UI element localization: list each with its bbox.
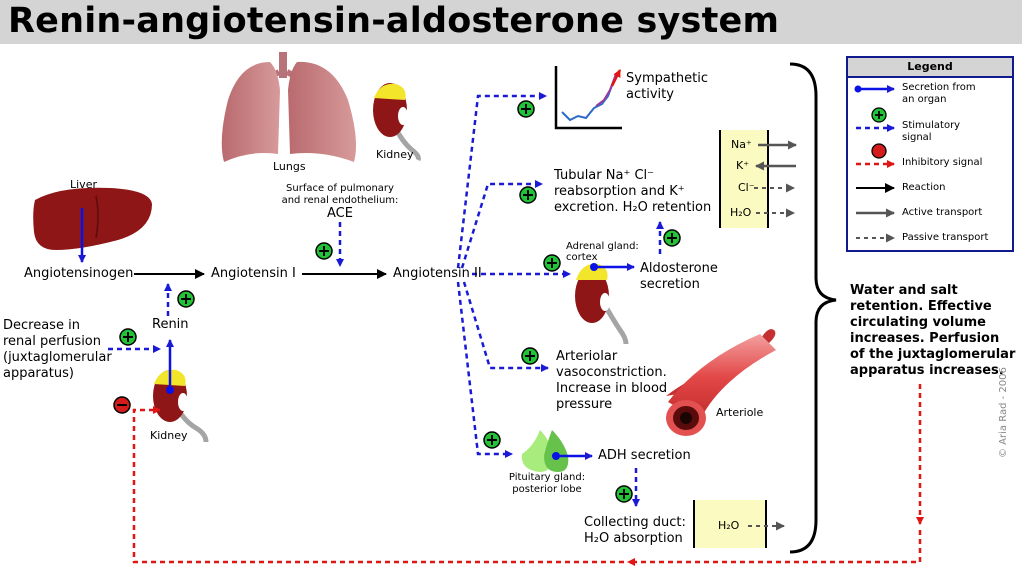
- angiotensin2-node: Angiotensin II: [393, 266, 482, 281]
- summary-brace: [789, 62, 837, 554]
- adrenal-kidney-icon: [575, 263, 629, 345]
- ion-cl: Cl⁻: [738, 181, 755, 194]
- copyright-text: © Aria Rad - 2006: [998, 367, 1009, 458]
- legend-active-transport: Active transport: [902, 207, 983, 218]
- angiotensin2-branches: [456, 92, 571, 458]
- ace-node: ACE: [327, 206, 353, 221]
- plus-icon: [615, 485, 633, 503]
- kidney-top-icon: [373, 83, 421, 162]
- stimulatory-markers: [119, 100, 681, 503]
- sympathetic-graph-icon: [554, 66, 622, 130]
- lungs-label: Lungs: [273, 160, 306, 173]
- kidney-left-label: Kidney: [150, 429, 188, 442]
- legend-passive-transport: Passive transport: [902, 232, 989, 243]
- angiotensin1-node: Angiotensin I: [211, 266, 296, 281]
- inhibitory-feedback-loop: [132, 384, 924, 566]
- legend-symbols: [854, 85, 895, 243]
- pituitary-icon: [521, 430, 569, 472]
- plus-icon: [177, 290, 195, 308]
- ion-h2o-duct: H₂O: [718, 519, 740, 532]
- legend-inhibitory: Inhibitory signal: [902, 157, 983, 168]
- ion-h2o: H₂O: [730, 206, 752, 219]
- page-title: Renin-angiotensin-aldosterone system: [8, 1, 780, 41]
- plus-icon: [483, 431, 501, 449]
- collecting-duct-membrane: [693, 500, 785, 548]
- plus-icon: [315, 242, 333, 260]
- tubular-membrane: [719, 130, 797, 228]
- minus-icon: [113, 396, 131, 414]
- ion-na: Na⁺: [731, 138, 752, 151]
- liver-icon: [33, 187, 153, 250]
- lungs-icon: [221, 52, 356, 162]
- title-bar: [0, 0, 1022, 44]
- kidney-left-icon: [153, 369, 209, 443]
- renin-node: Renin: [152, 317, 189, 332]
- legend-title: Legend: [848, 58, 1012, 78]
- plus-icon: [519, 186, 537, 204]
- adrenal-label: Adrenal gland:cortex: [566, 241, 639, 263]
- plus-icon: [663, 229, 681, 247]
- plus-icon: [543, 254, 561, 272]
- plus-icon: [517, 100, 535, 118]
- angiotensinogen-node: Angiotensinogen: [24, 266, 134, 281]
- ion-k: K⁺: [736, 159, 750, 172]
- legend-reaction: Reaction: [902, 182, 946, 193]
- liver-label: Liver: [70, 178, 97, 191]
- kidney-top-label: Kidney: [376, 148, 414, 161]
- tubular-text: Tubular Na⁺ Cl⁻reabsorption and K⁺excret…: [554, 168, 712, 215]
- collecting-duct-text: Collecting duct:H₂O absorption: [584, 515, 686, 546]
- adh-text: ADH secretion: [598, 448, 691, 463]
- arteriole-icon: [666, 329, 776, 436]
- plus-icon: [521, 347, 539, 365]
- pituitary-label: Pituitary gland:posterior lobe: [508, 472, 586, 495]
- plus-icon: [119, 328, 137, 346]
- arteriole-label: Arteriole: [716, 406, 764, 419]
